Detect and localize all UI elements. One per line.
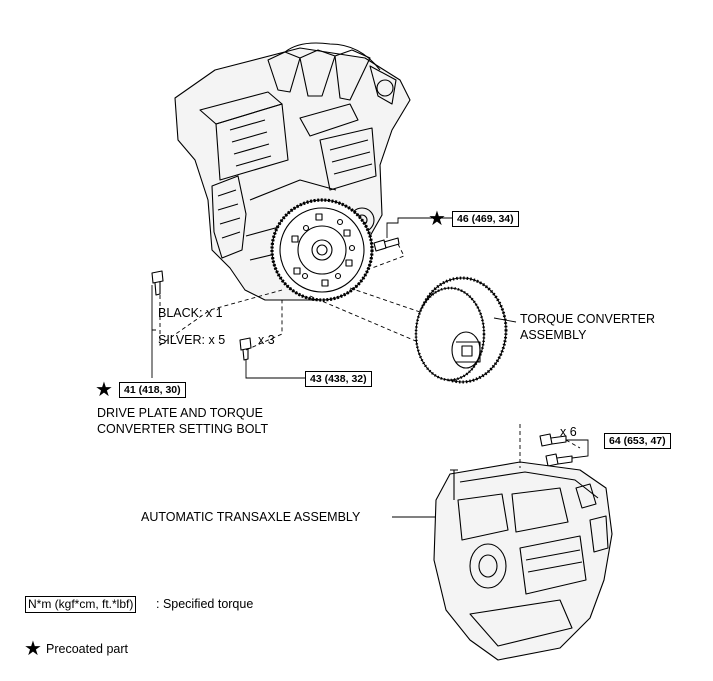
bolt-64-upper — [539, 433, 567, 447]
label-torque-converter-line2: ASSEMBLY — [520, 328, 587, 342]
label-torque-converter-line1: TORQUE CONVERTER — [520, 312, 655, 326]
torque-box-41: 41 (418, 30) — [119, 382, 186, 398]
label-automatic-transaxle: AUTOMATIC TRANSAXLE ASSEMBLY — [141, 510, 361, 524]
bolt-43 — [239, 337, 252, 361]
star-icon: ★ — [95, 379, 113, 401]
label-black-bolt-count: BLACK: x 1 — [158, 306, 223, 320]
bolt-46 — [373, 237, 400, 252]
legend-torque-unit-box: N*m (kgf*cm, ft.*lbf) — [25, 596, 137, 613]
leader-lines — [151, 217, 589, 518]
label-silver-bolt-count: SILVER: x 5 — [158, 333, 226, 347]
transaxle-illustration — [433, 461, 613, 661]
legend-precoated-part: Precoated part — [46, 642, 128, 656]
label-drive-plate-line1: DRIVE PLATE AND TORQUE — [97, 406, 264, 420]
star-icon: ★ — [428, 208, 446, 230]
star-icon: ★ — [24, 638, 42, 660]
bolt-64-lower — [545, 453, 573, 467]
torque-box-64: 64 (653, 47) — [604, 433, 671, 449]
label-x6-count: x 6 — [560, 425, 577, 439]
assembly-dashed-lines — [159, 243, 581, 468]
legend-torque-unit-description: : Specified torque — [156, 597, 254, 611]
torque-box-46: 46 (469, 34) — [452, 211, 519, 227]
torque-box-43: 43 (438, 32) — [305, 371, 372, 387]
torque-converter-illustration — [414, 276, 508, 384]
drive-plate-illustration — [270, 198, 374, 302]
label-x3-count: x 3 — [258, 333, 275, 347]
label-drive-plate-line2: CONVERTER SETTING BOLT — [97, 422, 269, 436]
bolt-41 — [151, 270, 164, 296]
